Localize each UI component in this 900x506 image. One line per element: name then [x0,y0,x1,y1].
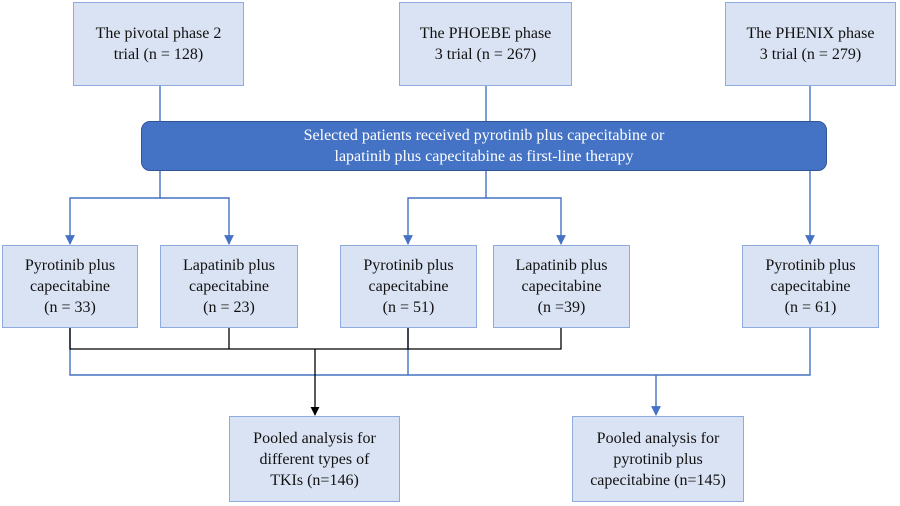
banner-text-line: Selected patients received pyrotinib plu… [303,127,665,144]
pooled-text-line: different types of [259,450,370,468]
pooled-text-line: TKIs (n=146) [270,471,359,489]
arm-text-line: (n = 33) [44,299,96,316]
arm-box-pyrotinib-61: Pyrotinib plus capecitabine (n = 61) [742,245,879,328]
pooled-text-line: Pooled analysis for [253,429,376,447]
arm-text-line: capecitabine [521,278,602,295]
arm-text-line: (n = 61) [784,299,837,316]
trial-box-phoebe-phase3: The PHOEBE phase 3 trial (n = 267) [399,2,572,86]
arm-text-line: (n =39) [537,299,586,316]
selection-banner: Selected patients received pyrotinib plu… [141,121,827,171]
banner-text-line: lapatinib plus capecitabine as first-lin… [334,148,634,165]
arm-text-line: capecitabine [368,278,449,295]
pooled-text-line: pyrotinib plus [613,450,703,468]
arm-box-pyrotinib-51: Pyrotinib plus capecitabine (n = 51) [340,245,477,328]
trial-box-phenix-phase3: The PHENIX phase 3 trial (n = 279) [725,2,896,86]
arm-text-line: Pyrotinib plus [24,257,116,274]
arm-text-line: Pyrotinib plus [363,257,454,274]
connector-banner-arm2 [160,197,234,245]
trial-text-line: The PHOEBE phase [419,25,552,42]
arm-text-line: capecitabine [189,278,269,295]
trial-text-line: The pivotal phase 2 [95,25,222,42]
trial-text-line: 3 trial (n = 267) [434,46,537,63]
trial-text-line: 3 trial (n = 279) [759,46,862,63]
trial-box-pivotal-phase2: The pivotal phase 2 trial (n = 128) [73,2,244,86]
connector-banner-arm1 [65,171,161,245]
pooled-box-tki-types: Pooled analysis for different types of T… [229,416,400,502]
arm-text-line: capecitabine [30,278,110,295]
arm-text-line: Lapatinib plus [183,257,275,274]
arm-text-line: Pyrotinib plus [765,257,856,274]
arm-box-lapatinib-39: Lapatinib plus capecitabine (n =39) [493,245,630,328]
connector-tki-pool [69,328,562,350]
pooled-box-pyrotinib: Pooled analysis for pyrotinib plus capec… [572,416,744,502]
arm-text-line: Lapatinib plus [515,257,608,274]
connector-pyrotinib-pool [69,328,811,376]
connector-banner-arm3 [403,171,487,245]
trial-text-line: The PHENIX phase [746,25,875,42]
arm-text-line: (n = 23) [203,299,255,316]
connector-banner-arm4 [486,197,566,245]
pooled-text-line: capecitabine (n=145) [590,471,726,489]
pooled-text-line: Pooled analysis for [596,429,720,447]
arm-text-line: (n = 51) [382,299,435,316]
arm-text-line: capecitabine [770,278,851,295]
arm-box-lapatinib-23: Lapatinib plus capecitabine (n = 23) [160,245,298,328]
trial-text-line: trial (n = 128) [113,46,204,63]
arm-box-pyrotinib-33: Pyrotinib plus capecitabine (n = 33) [2,245,138,328]
